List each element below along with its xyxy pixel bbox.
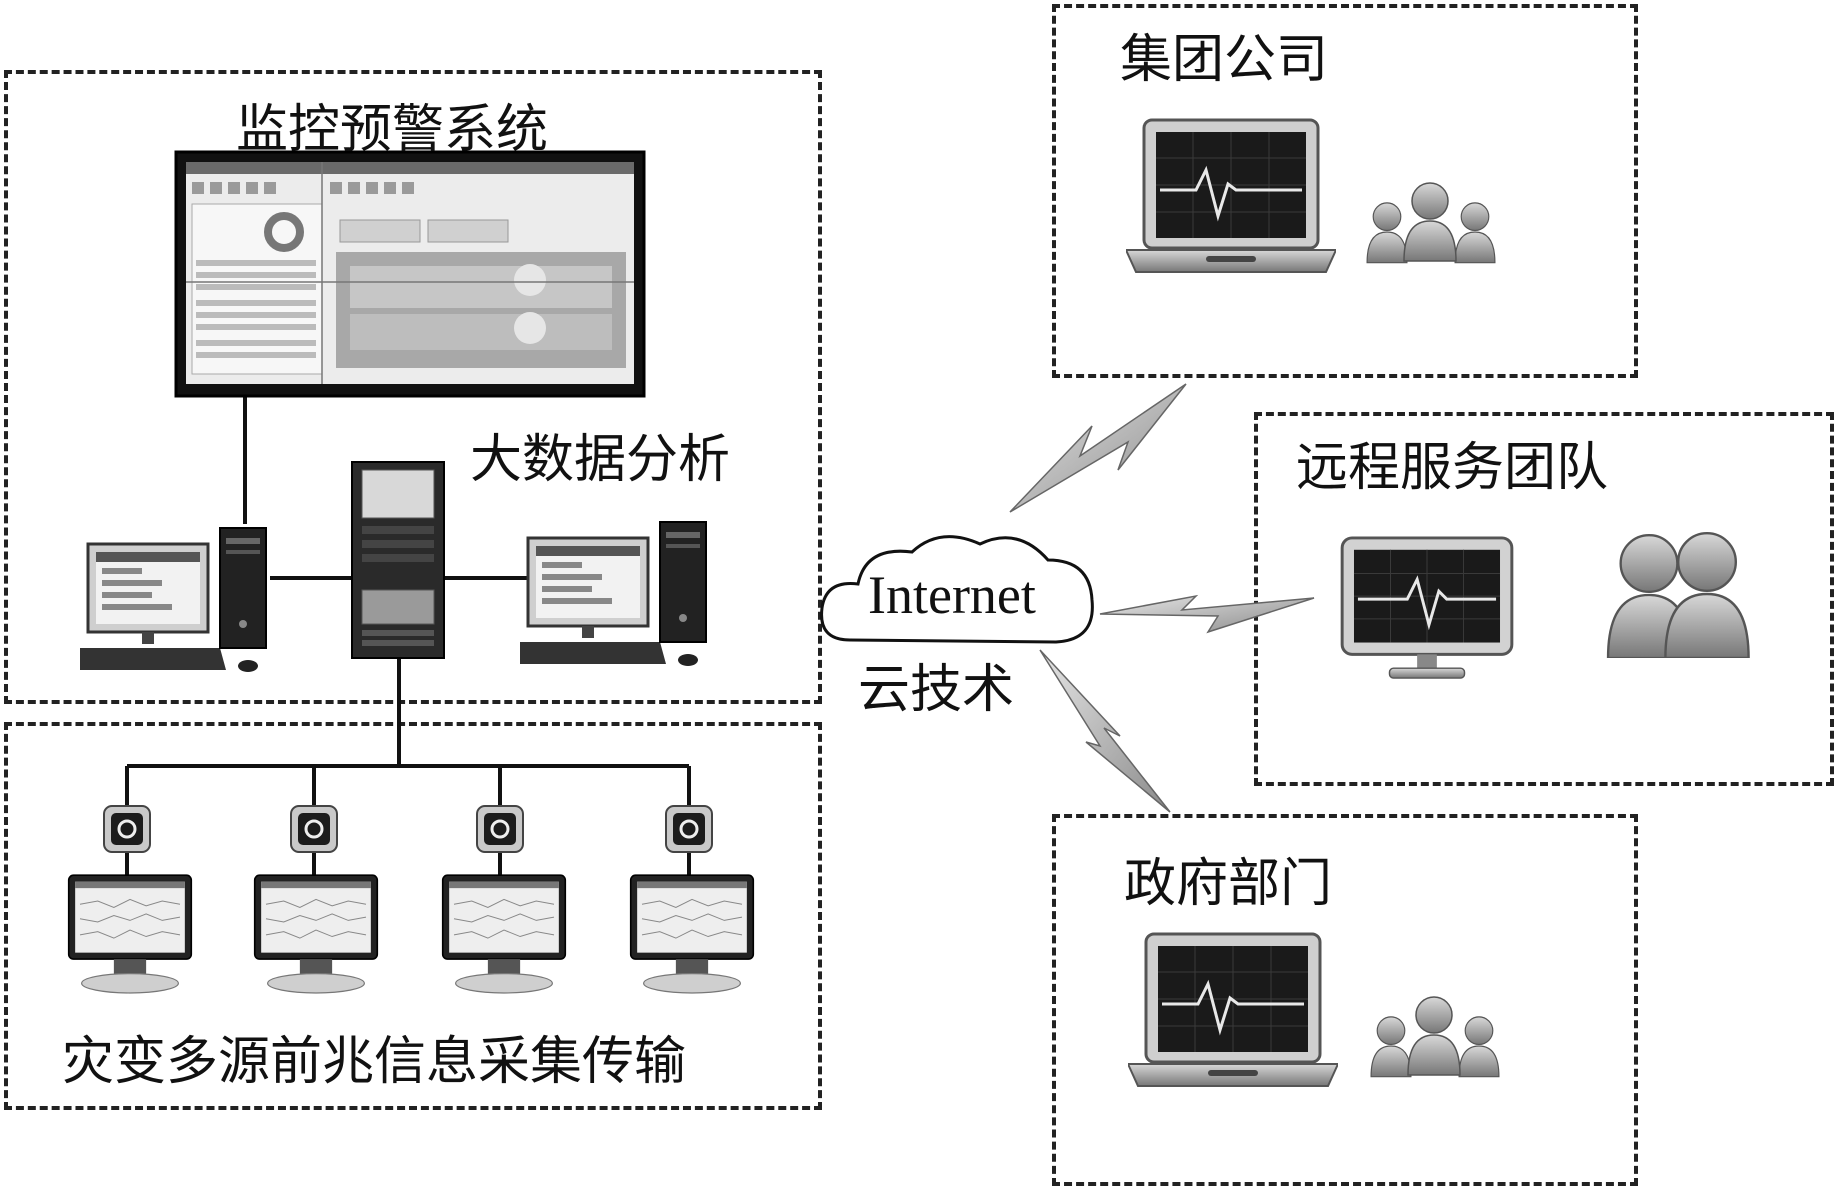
laptop-heartbeat-icon-government [1128, 932, 1338, 1088]
sensor-terminal-icon-3 [475, 804, 525, 854]
government-label: 政府部门 [1124, 854, 1333, 914]
sensor-terminal-icon-2 [289, 804, 339, 854]
terminal-icon-3 [441, 874, 567, 994]
terminal-icon-2 [253, 874, 379, 994]
government-box [1052, 814, 1638, 1186]
big-data-analysis-label: 大数据分析 [470, 430, 731, 490]
monitoring-system-box [4, 70, 822, 704]
cloud-icon [820, 535, 1094, 644]
lightning-link-icon-bottom [1039, 649, 1171, 813]
remote-service-team-box [1254, 412, 1834, 786]
terminal-icon-4 [629, 874, 755, 994]
monitoring-system-label: 监控预警系统 [236, 100, 549, 160]
monitoring-screen-icon [174, 150, 646, 398]
sensor-terminal-icon-1 [102, 804, 152, 854]
monitor-heartbeat-icon-remote [1340, 536, 1514, 680]
remote-service-team-label: 远程服务团队 [1296, 438, 1609, 498]
lightning-link-icon-middle [1099, 594, 1315, 634]
lightning-link-icon-top [1009, 383, 1187, 513]
data-collection-box [4, 722, 822, 1110]
server-rack-icon [351, 461, 445, 659]
people-group-icon-remote [1606, 531, 1750, 658]
internet-label: Internet [868, 565, 1036, 625]
cloud-tech-label: 云技术 [858, 660, 1015, 720]
desktop-computer-icon-right [520, 520, 708, 668]
monitoring-connections [125, 396, 691, 882]
group-company-box [1052, 4, 1638, 378]
sensor-terminal-icon-4 [664, 804, 714, 854]
people-group-icon-government [1370, 996, 1500, 1078]
group-company-label: 集团公司 [1120, 30, 1329, 90]
desktop-computer-icon-left [80, 526, 268, 674]
people-group-icon-group [1366, 182, 1496, 264]
data-collection-label: 灾变多源前兆信息采集传输 [62, 1032, 687, 1092]
terminal-icon-1 [67, 874, 193, 994]
laptop-heartbeat-icon-group [1126, 118, 1336, 274]
